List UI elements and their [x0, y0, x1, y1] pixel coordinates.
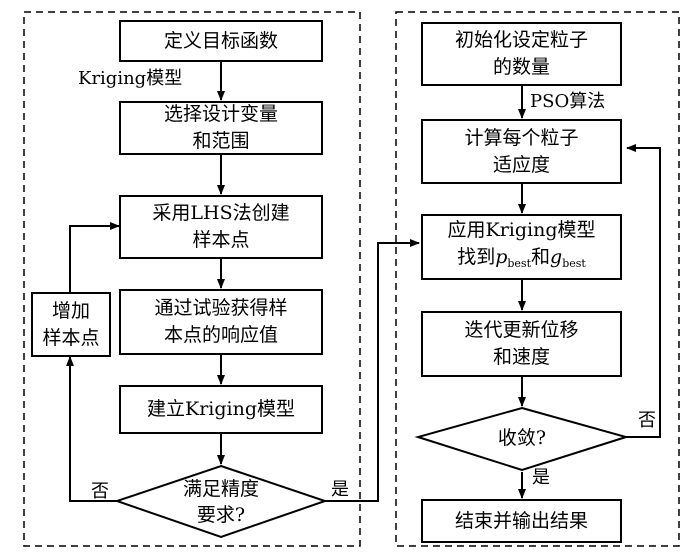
compute-fitness-box: 计算每个粒子 适应度	[421, 119, 622, 184]
lhs-sampling-box: 采用LHS法创建 样本点	[119, 195, 323, 259]
no-label-left: 否	[91, 481, 109, 502]
converge-decision-label: 收敛?	[497, 427, 547, 449]
g-subscript: best	[562, 257, 586, 270]
build-kriging-box: 建立Kriging模型	[119, 385, 323, 434]
yes-label-left: 是	[331, 479, 349, 500]
accuracy-decision-line2: 要求?	[196, 504, 246, 526]
apply-kriging-box: 应用Kriging模型 找到pbest和gbest	[421, 214, 622, 280]
obtain-responses-line1: 通过试验获得样	[154, 297, 288, 319]
converge-decision-diamond	[414, 406, 630, 472]
lhs-sampling-line2: 样本点	[192, 229, 250, 251]
accuracy-decision-line1: 满足精度	[182, 478, 259, 500]
obtain-responses-line2: 本点的响应值	[163, 324, 278, 346]
select-variables-box: 选择设计变量 和范围	[119, 101, 323, 155]
accuracy-decision-text: 满足精度 要求?	[151, 474, 291, 530]
update-position-box: 迭代更新位移 和速度	[421, 311, 622, 377]
output-result-text: 结束并输出结果	[454, 509, 588, 532]
left-dashed-panel	[23, 11, 361, 547]
arrow-no-loop-to-fitness	[626, 144, 661, 438]
find-prefix: 找到	[457, 246, 496, 268]
define-objective-box: 定义目标函数	[119, 20, 323, 62]
no-label-right: 否	[638, 410, 656, 431]
add-samples-line1: 增加	[51, 299, 90, 322]
p-symbol: p	[495, 246, 508, 268]
select-variables-line2: 和范围	[192, 130, 250, 152]
find-best-line: 找到pbest和gbest	[457, 244, 586, 277]
g-symbol: g	[550, 246, 563, 268]
lhs-sampling-line1: 采用LHS法创建	[152, 202, 290, 224]
update-position-line2: 和速度	[492, 346, 550, 368]
p-subscript: best	[507, 257, 531, 270]
arrow-yes-to-right-panel	[325, 239, 420, 502]
build-kriging-text: 建立Kriging模型	[147, 398, 295, 420]
compute-fitness-line2: 适应度	[492, 153, 550, 176]
arrow-no-to-add-samples	[66, 356, 117, 502]
init-particles-box: 初始化设定粒子 的数量	[421, 22, 622, 86]
init-particles-line2: 的数量	[492, 56, 550, 78]
obtain-responses-box: 通过试验获得样 本点的响应值	[119, 289, 323, 355]
and-text: 和	[531, 246, 551, 268]
accuracy-decision-diamond	[113, 464, 329, 539]
apply-kriging-line1: 应用Kriging模型	[447, 219, 596, 241]
arrow-add-samples-to-lhs	[69, 222, 120, 292]
yes-label-right: 是	[532, 467, 550, 488]
select-variables-line1: 选择设计变量	[163, 103, 278, 125]
pso-algorithm-label: PSO算法	[530, 91, 606, 112]
define-objective-text: 定义目标函数	[163, 29, 278, 52]
compute-fitness-line1: 计算每个粒子	[464, 126, 579, 149]
init-particles-line1: 初始化设定粒子	[454, 29, 588, 51]
converge-decision-text: 收敛?	[462, 423, 582, 453]
update-position-line1: 迭代更新位移	[464, 319, 579, 341]
output-result-box: 结束并输出结果	[421, 499, 622, 543]
add-samples-line2: 样本点	[42, 326, 100, 349]
kriging-model-label: Kriging模型	[78, 68, 183, 89]
add-samples-box: 增加 样本点	[31, 292, 111, 357]
